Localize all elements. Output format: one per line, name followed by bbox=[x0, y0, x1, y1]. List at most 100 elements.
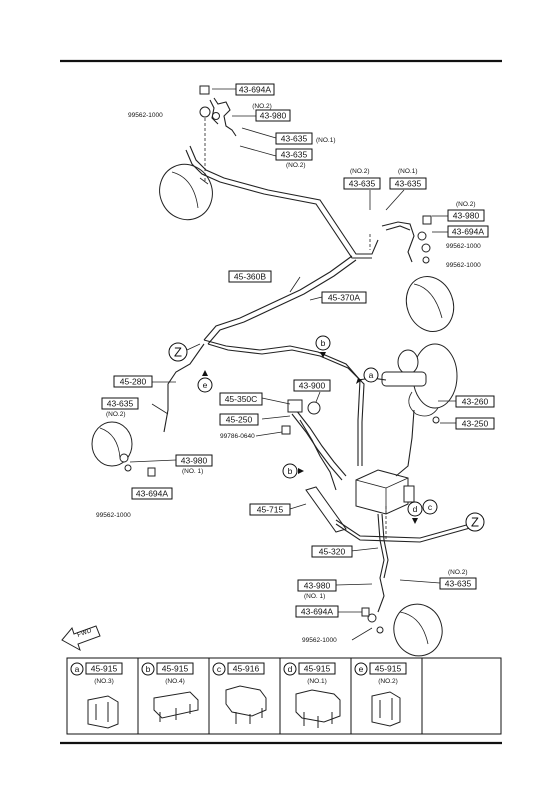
svg-text:b: b bbox=[321, 338, 326, 348]
svg-text:43-694A: 43-694A bbox=[301, 607, 333, 617]
part-label-45-320: 45-320 bbox=[311, 545, 353, 558]
front-left-wheel-hub bbox=[159, 163, 213, 221]
part-label-99562-left: 99562-1000 bbox=[96, 512, 131, 519]
bracket-45-715 bbox=[305, 486, 347, 533]
note-no1-left: (NO. 1) bbox=[182, 468, 203, 475]
svg-text:45-915: 45-915 bbox=[375, 664, 402, 674]
svg-text:43-635: 43-635 bbox=[349, 179, 376, 189]
part-label-43-694A-left: 43-694A bbox=[131, 487, 173, 500]
note-no2-d: (NO.2) bbox=[456, 201, 476, 208]
legend-cell-c: c 45-916 bbox=[212, 662, 267, 724]
view-marker-a: a bbox=[356, 367, 379, 384]
part-label-99562-right-2: 99562-1000 bbox=[446, 262, 481, 269]
svg-text:Z: Z bbox=[174, 345, 182, 360]
leader-lines bbox=[129, 88, 456, 641]
part-label-43-635-b: 43-635 bbox=[275, 148, 313, 161]
svg-text:c: c bbox=[217, 664, 222, 674]
svg-text:45-320: 45-320 bbox=[319, 547, 346, 557]
part-label-43-694A-top: 43-694A bbox=[235, 83, 275, 96]
svg-text:43-980: 43-980 bbox=[181, 456, 208, 466]
part-label-43-980-bottom: 43-980 bbox=[297, 579, 337, 592]
svg-text:43-635: 43-635 bbox=[445, 579, 472, 589]
clip-a-icon bbox=[87, 695, 119, 729]
svg-text:e: e bbox=[203, 380, 208, 390]
note-no1-c: (NO.1) bbox=[398, 168, 418, 175]
legend-cell-e: e 45-915 (NO.2) bbox=[354, 662, 407, 727]
clip-legend-table: a 45-915 (NO.3) b 45-915 (NO.4) c 45-916… bbox=[66, 657, 502, 735]
clip-e-icon bbox=[371, 691, 401, 727]
svg-text:45-250: 45-250 bbox=[226, 415, 253, 425]
part-label-43-900: 43-900 bbox=[293, 379, 331, 392]
svg-text:45-350C: 45-350C bbox=[225, 394, 258, 404]
svg-text:43-694A: 43-694A bbox=[239, 85, 271, 95]
svg-text:43-900: 43-900 bbox=[299, 381, 326, 391]
svg-text:45-915: 45-915 bbox=[162, 664, 189, 674]
svg-text:Z: Z bbox=[471, 515, 479, 530]
svg-text:(NO.1): (NO.1) bbox=[307, 678, 327, 685]
svg-text:c: c bbox=[428, 502, 433, 512]
part-label-45-370A: 45-370A bbox=[321, 291, 367, 304]
svg-text:(NO.2): (NO.2) bbox=[378, 678, 398, 685]
legend-cell-a: a 45-915 (NO.3) bbox=[70, 662, 123, 729]
legend-cell-b: b 45-915 (NO.4) bbox=[141, 662, 199, 722]
svg-text:b: b bbox=[288, 466, 293, 476]
svg-text:d: d bbox=[413, 504, 418, 514]
note-no2-c: (NO.2) bbox=[350, 168, 370, 175]
svg-text:43-260: 43-260 bbox=[462, 397, 489, 407]
svg-text:e: e bbox=[359, 664, 364, 674]
svg-text:45-715: 45-715 bbox=[257, 505, 284, 515]
part-label-43-980-top: 43-980 bbox=[255, 109, 291, 122]
svg-text:43-694A: 43-694A bbox=[452, 227, 484, 237]
svg-text:45-915: 45-915 bbox=[304, 664, 331, 674]
connector-marker-z-right: Z bbox=[465, 512, 485, 532]
part-label-43-694A-bottom: 43-694A bbox=[295, 605, 339, 618]
note-no1-a: (NO.1) bbox=[316, 137, 336, 144]
front-right-wheel-hub bbox=[405, 276, 455, 332]
part-label-43-635-d: 43-635 bbox=[389, 177, 427, 190]
svg-text:d: d bbox=[288, 664, 293, 674]
part-label-43-980-right: 43-980 bbox=[447, 209, 485, 222]
svg-text:45-915: 45-915 bbox=[91, 664, 118, 674]
svg-text:43-635: 43-635 bbox=[395, 179, 422, 189]
svg-text:45-360B: 45-360B bbox=[234, 272, 266, 282]
svg-text:a: a bbox=[75, 664, 80, 674]
forward-arrow-icon: FWD bbox=[61, 625, 101, 652]
note-no2-b: (NO.2) bbox=[286, 162, 306, 169]
svg-text:a: a bbox=[369, 370, 374, 380]
part-label-43-980-left: 43-980 bbox=[175, 454, 213, 467]
clip-d-icon bbox=[295, 689, 341, 728]
svg-text:43-635: 43-635 bbox=[107, 399, 134, 409]
part-label-43-260: 43-260 bbox=[455, 395, 495, 408]
part-label-43-635-c: 43-635 bbox=[343, 177, 381, 190]
part-label-45-360B: 45-360B bbox=[228, 270, 272, 283]
svg-text:43-250: 43-250 bbox=[462, 419, 489, 429]
svg-text:43-635: 43-635 bbox=[281, 134, 308, 144]
fittings bbox=[119, 85, 432, 634]
svg-text:45-280: 45-280 bbox=[120, 377, 147, 387]
part-label-43-635-a: 43-635 bbox=[275, 132, 313, 145]
view-marker-d: d bbox=[407, 501, 423, 524]
svg-text:43-980: 43-980 bbox=[453, 211, 480, 221]
legend-cell-d: d 45-915 (NO.1) bbox=[283, 662, 341, 728]
part-label-99562-right-1: 99562-1000 bbox=[446, 243, 481, 250]
part-label-43-635-bottom-right: 43-635 bbox=[439, 577, 477, 590]
part-label-99562-top: 99562-1000 bbox=[128, 112, 163, 119]
clip-c-icon bbox=[225, 685, 267, 724]
part-label-43-694A-right: 43-694A bbox=[447, 225, 489, 238]
part-label-43-635-left: 43-635 bbox=[101, 397, 139, 410]
svg-text:43-694A: 43-694A bbox=[136, 489, 168, 499]
svg-text:b: b bbox=[146, 664, 151, 674]
svg-text:43-980: 43-980 bbox=[260, 111, 287, 121]
view-marker-c: c bbox=[422, 499, 438, 515]
view-marker-e: e bbox=[197, 370, 213, 393]
connector-marker-z-left: Z bbox=[168, 342, 201, 362]
note-no2-a: (NO.2) bbox=[252, 103, 272, 110]
part-label-45-250: 45-250 bbox=[219, 413, 259, 426]
svg-text:45-916: 45-916 bbox=[233, 664, 260, 674]
note-no2-bottom-right: (NO.2) bbox=[448, 569, 468, 576]
part-label-43-250: 43-250 bbox=[455, 417, 495, 430]
part-label-99562-bottom: 99562-1000 bbox=[302, 637, 337, 644]
note-no1-bottom: (NO. 1) bbox=[304, 593, 325, 600]
brake-pipes bbox=[163, 97, 471, 613]
